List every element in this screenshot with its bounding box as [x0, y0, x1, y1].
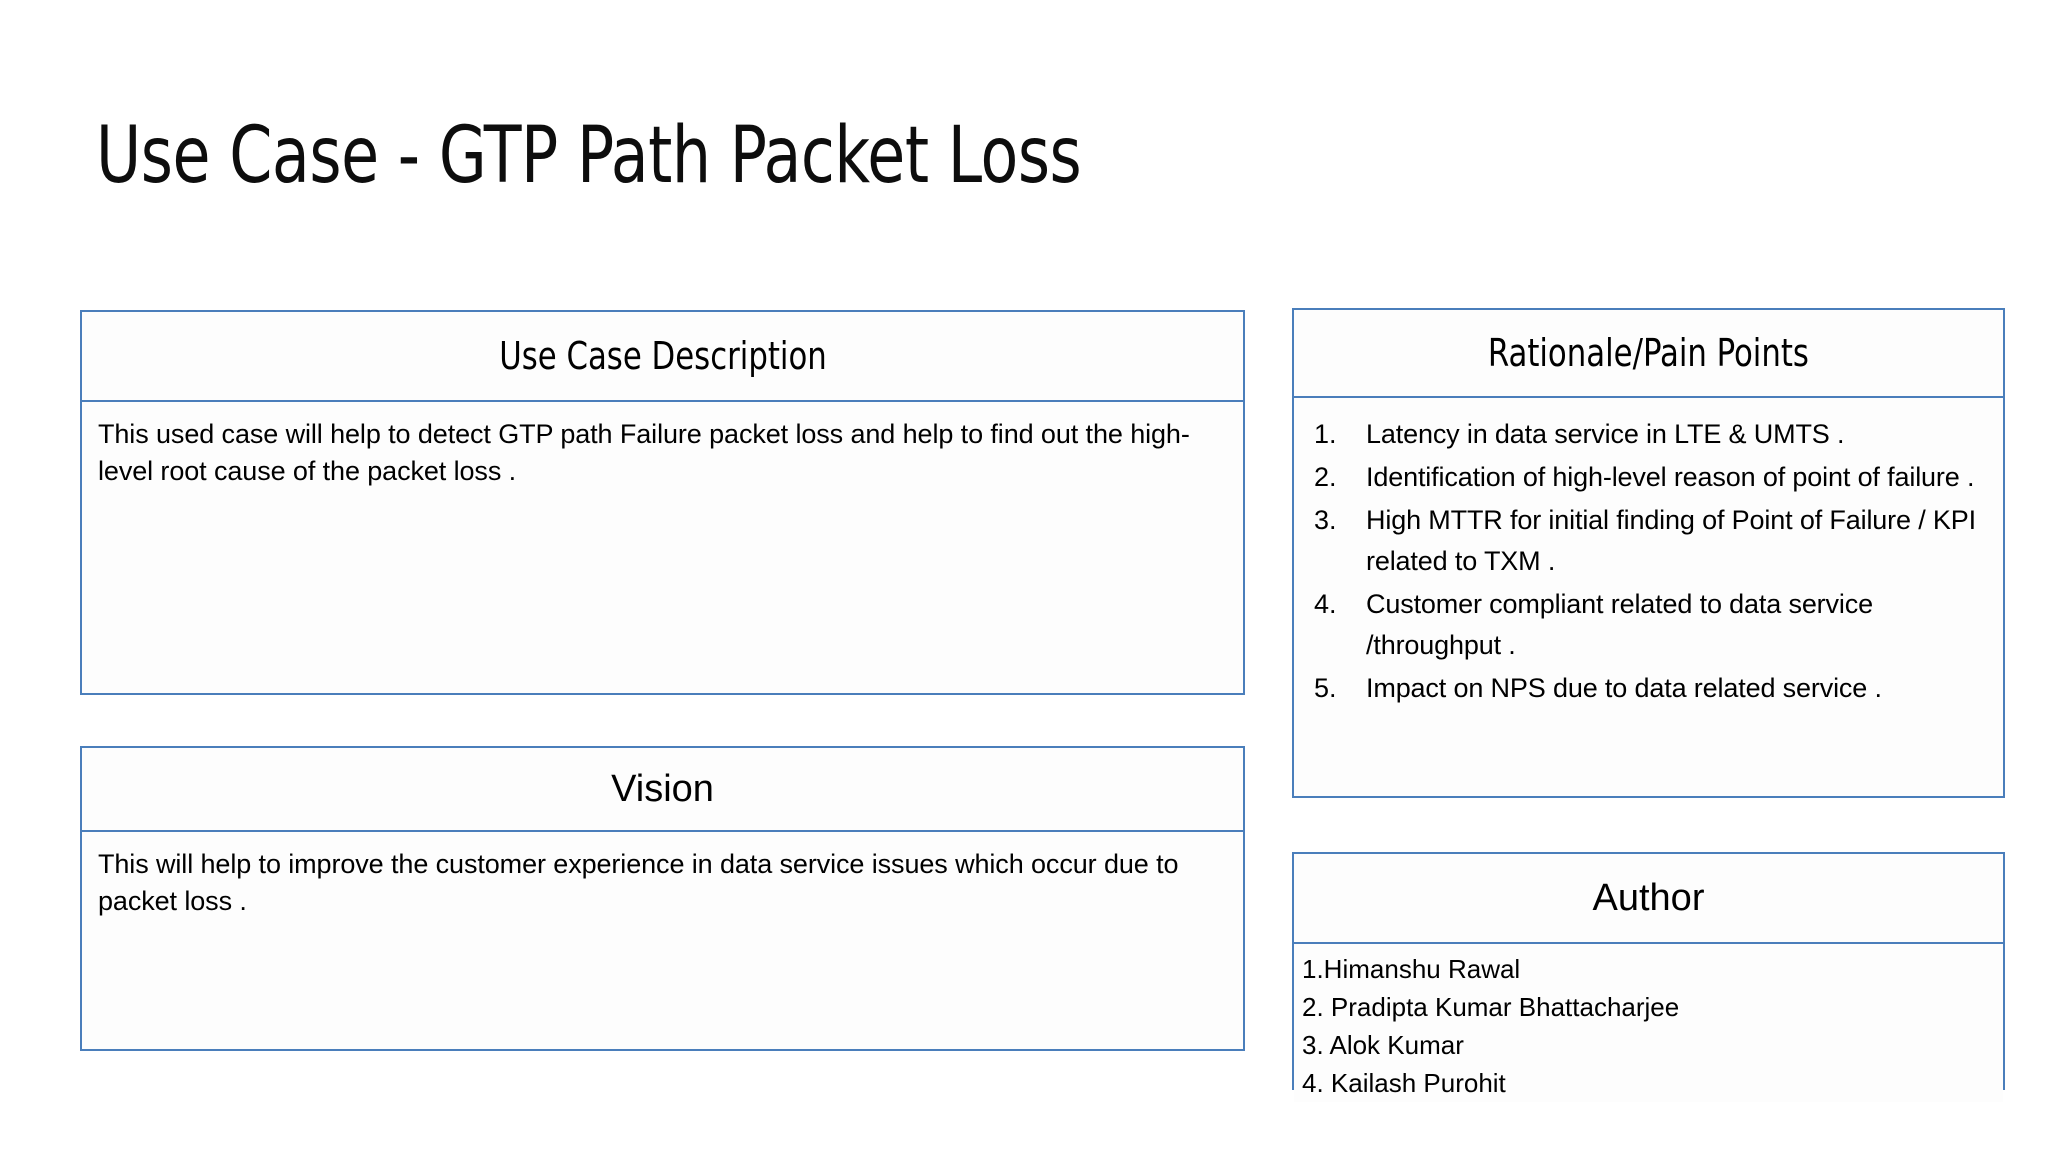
pain-point-item: 5. Impact on NPS due to data related serv…: [1304, 668, 1993, 709]
use-case-description-panel: Use Case Description This used case will…: [80, 310, 1245, 695]
pain-point-text: Customer compliant related to data servi…: [1366, 589, 1873, 660]
vision-panel: Vision This will help to improve the cus…: [80, 746, 1245, 1051]
pain-point-text: Impact on NPS due to data related servic…: [1366, 673, 1882, 703]
page-title: Use Case - GTP Path Packet Loss: [96, 111, 1082, 201]
pain-points-list: 1. Latency in data service in LTE & UMTS …: [1304, 414, 1993, 709]
use-case-description-header-label: Use Case Description: [498, 334, 827, 378]
author-name: 3. Alok Kumar: [1302, 1030, 1464, 1060]
rationale-pain-points-body: 1. Latency in data service in LTE & UMTS …: [1294, 398, 2003, 719]
pain-point-item: 2. Identification of high-level reason of…: [1304, 457, 1993, 498]
rationale-pain-points-panel: Rationale/Pain Points 1. Latency in data …: [1292, 308, 2005, 798]
author-name: 2. Pradipta Kumar Bhattacharjee: [1302, 992, 1680, 1022]
rationale-pain-points-header-label: Rationale/Pain Points: [1487, 331, 1810, 375]
vision-body: This will help to improve the customer e…: [82, 832, 1243, 928]
author-header-label: Author: [1592, 877, 1705, 919]
author-name-list: 1.Himanshu Rawal 2. Pradipta Kumar Bhatta…: [1302, 950, 1995, 1102]
author-body: 1.Himanshu Rawal 2. Pradipta Kumar Bhatta…: [1294, 944, 2003, 1102]
pain-point-number: 4.: [1314, 589, 1337, 619]
author-header: Author: [1294, 854, 2003, 944]
pain-point-text: High MTTR for initial finding of Point o…: [1366, 505, 1976, 576]
use-case-description-header: Use Case Description: [82, 312, 1243, 402]
vision-text: This will help to improve the customer e…: [98, 849, 1179, 916]
author-name: 4. Kailash Purohit: [1302, 1068, 1506, 1098]
vision-header: Vision: [82, 748, 1243, 832]
pain-point-item: 3. High MTTR for initial finding of Point…: [1304, 500, 1993, 582]
author-name: 1.Himanshu Rawal: [1302, 954, 1521, 984]
use-case-description-text: This used case will help to detect GTP p…: [98, 419, 1190, 486]
pain-point-number: 3.: [1314, 505, 1337, 535]
vision-header-label: Vision: [611, 768, 714, 810]
author-panel: Author 1.Himanshu Rawal 2. Pradipta Kumar…: [1292, 852, 2005, 1102]
rationale-pain-points-header: Rationale/Pain Points: [1294, 310, 2003, 398]
pain-point-text: Latency in data service in LTE & UMTS .: [1366, 419, 1845, 449]
use-case-description-body: This used case will help to detect GTP p…: [82, 402, 1243, 498]
pain-point-number: 2.: [1314, 462, 1337, 492]
pain-point-item: 4. Customer compliant related to data ser…: [1304, 584, 1993, 666]
pain-point-item: 1. Latency in data service in LTE & UMTS …: [1304, 414, 1993, 455]
pain-point-number: 5.: [1314, 673, 1337, 703]
pain-point-number: 1.: [1314, 419, 1337, 449]
pain-point-text: Identification of high-level reason of p…: [1366, 462, 1975, 492]
